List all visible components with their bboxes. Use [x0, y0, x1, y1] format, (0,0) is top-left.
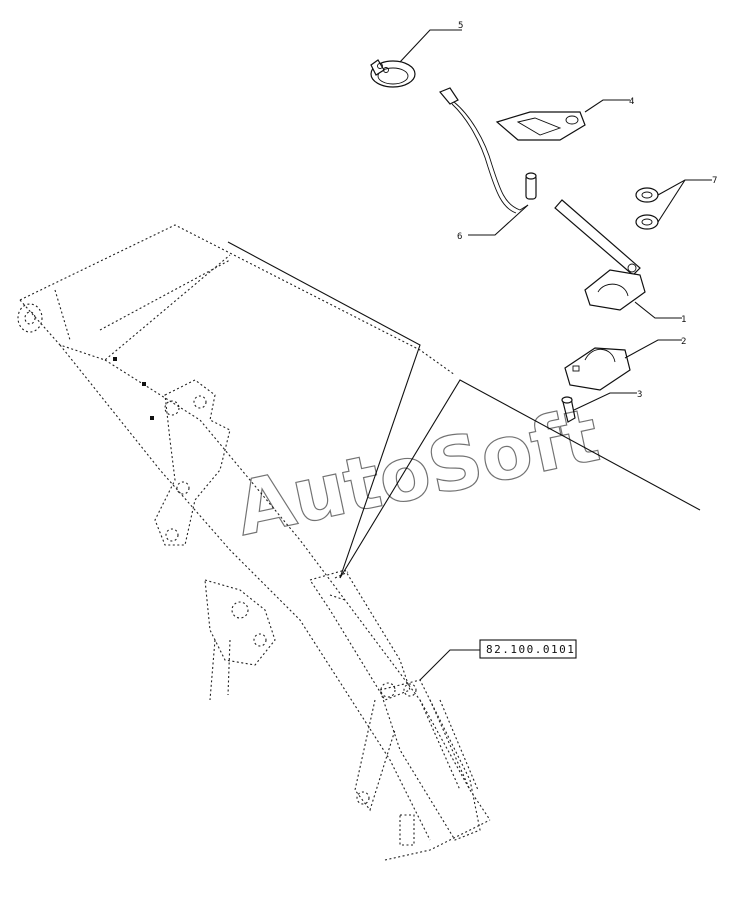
watermark-text: AutoSoft [228, 392, 606, 553]
explosion-leader-lines [227, 241, 701, 579]
callout-1: 1 [681, 315, 686, 325]
sensor-cable-part [439, 87, 537, 214]
hose-clamp-part [370, 59, 416, 88]
callout-3: 3 [637, 390, 642, 400]
callout-7: 7 [712, 176, 717, 186]
washer-pair-part [635, 187, 659, 230]
lower-clamp-bracket-part [564, 347, 631, 391]
callout-5: 5 [458, 21, 463, 31]
callout-2: 2 [681, 337, 686, 347]
callout-leaders [399, 29, 712, 411]
bolt-part [561, 396, 576, 423]
callout-numbers: 5 4 7 6 1 2 3 [457, 21, 717, 400]
cross-reference-box[interactable]: 82.100.0101 [419, 639, 577, 681]
callout-6: 6 [457, 232, 462, 242]
callout-4: 4 [629, 97, 634, 107]
sensor-bracket-part [495, 111, 586, 141]
upper-clamp-bracket-part [554, 199, 646, 311]
cross-reference-label: 82.100.0101 [486, 643, 575, 656]
